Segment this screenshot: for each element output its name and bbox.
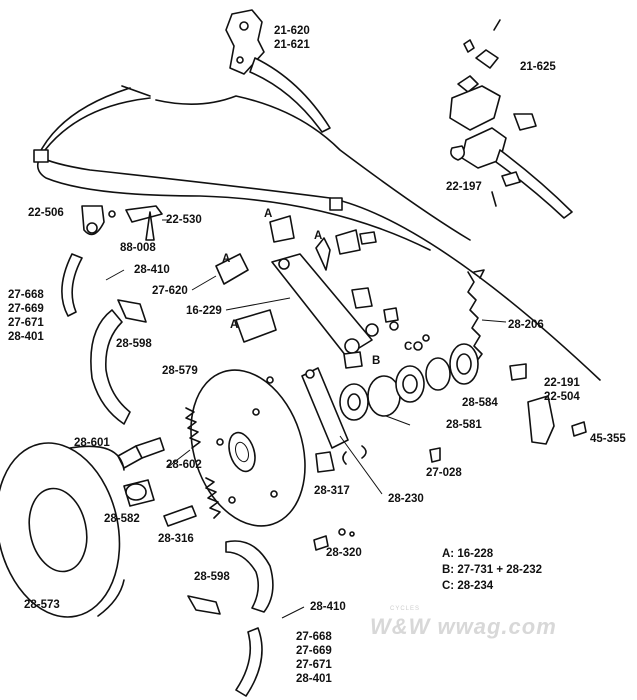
cable-routing [33,85,601,381]
letter-b: B [372,355,381,367]
callout-28-598-upper: 28-598 [116,338,152,350]
adjuster-pin-part [163,505,197,527]
callout-22-506: 22-506 [28,207,64,219]
callout-27-669-left: 27-669 [8,303,44,315]
legend-b: B: 27-731 + 28-232 [442,564,543,576]
callout-group-lining-left: 27-668 27-669 27-671 28-401 [8,288,44,344]
callout-28-320: 28-320 [326,547,362,559]
spring-part [467,269,485,363]
letter-a-2: A [314,230,323,242]
callout-16-229: 16-229 [186,305,222,317]
letter-c: C [404,341,413,353]
brake-drum-part [0,442,125,618]
watermark-logo: W&W wwag.com [370,614,557,639]
leader-lines [105,219,507,619]
callout-45-355: 45-355 [590,433,626,445]
legend-c: C: 28-234 [442,580,494,592]
cable-clip-part [81,205,163,241]
grease-nipple-part [429,447,441,463]
callout-28-410-lower: 28-410 [310,601,346,613]
small-screws-part [313,528,355,551]
callout-28-579: 28-579 [162,365,198,377]
return-spring-part [185,407,221,519]
letter-a-4: A [230,319,239,331]
callout-21-620: 21-620 [274,25,310,37]
brake-lining-part [235,627,263,697]
brake-lining-part [61,253,83,317]
callout-27-671-bottom: 27-671 [296,659,332,671]
callout-28-410-upper: 28-410 [134,264,170,276]
callout-22-191: 22-191 [544,377,580,389]
callout-group-lining-bottom: 27-668 27-669 27-671 28-401 [296,630,332,686]
callout-27-668-left: 27-668 [8,289,44,301]
brake-shoe-part [90,299,147,425]
callout-21-621: 21-621 [274,39,310,51]
callout-28-582: 28-582 [104,513,140,525]
callout-27-620: 27-620 [152,285,188,297]
bushing-part [123,479,155,507]
callout-22-197: 22-197 [446,181,482,193]
callout-27-671-left: 27-671 [8,317,44,329]
callout-88-008: 88-008 [120,242,156,254]
clutch-lever-part [225,9,331,133]
callout-28-206: 28-206 [508,319,544,331]
callout-21-625: 21-625 [520,61,556,73]
cam-plate-part [339,343,479,421]
backing-plate-part [190,369,306,527]
callout-28-230: 28-230 [388,493,424,505]
cable-end-part [509,363,587,445]
clip-part [315,445,367,473]
callout-28-401-left: 28-401 [8,331,44,343]
brake-arm-part [301,367,349,449]
watermark-sub: CYCLES [390,606,421,612]
legend: A: 16-228 B: 27-731 + 28-232 C: 28-234 [442,546,542,594]
pivot-bolt-part [117,437,165,469]
letter-a-1: A [264,208,273,220]
callout-28-598-lower: 28-598 [194,571,230,583]
callout-28-573: 28-573 [24,599,60,611]
callout-28-601: 28-601 [74,437,110,449]
callout-28-602: 28-602 [166,459,202,471]
callout-28-316: 28-316 [158,533,194,545]
cable-adjuster-part [215,215,377,343]
callout-28-584: 28-584 [462,397,498,409]
callout-22-504: 22-504 [544,391,580,403]
callout-28-581: 28-581 [446,419,482,431]
callout-28-401-bottom: 28-401 [296,673,332,685]
callout-27-669-bottom: 27-669 [296,645,332,657]
callout-28-317: 28-317 [314,485,350,497]
legend-a: A: 16-228 [442,548,494,560]
callout-22-530: 22-530 [166,214,202,226]
brake-lever-part [449,19,573,219]
brake-shoe-part [187,540,274,615]
letter-a-3: A [222,253,231,265]
small-hardware-part [343,287,430,369]
callout-27-028: 27-028 [426,467,462,479]
callout-27-668-bottom: 27-668 [296,631,332,643]
